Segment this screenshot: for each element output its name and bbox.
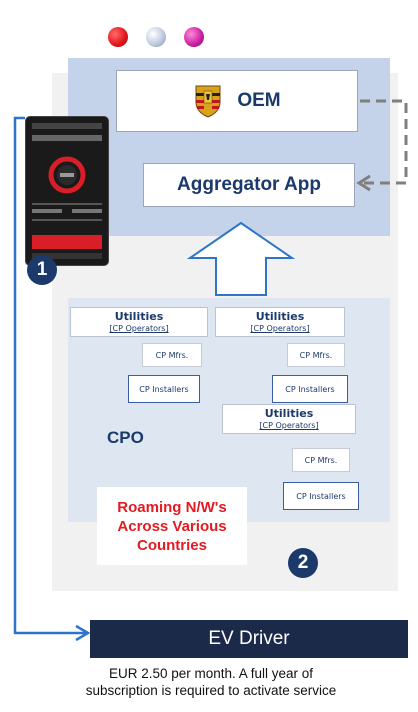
cp-installers-box-1: CP Installers	[128, 375, 200, 403]
driver-arrowhead	[75, 624, 91, 642]
step-badge-1: 1	[27, 255, 57, 285]
oem-label: OEM	[237, 90, 281, 111]
porsche-crest-icon	[195, 85, 221, 118]
aggregator-app-box: Aggregator App	[143, 163, 355, 207]
roaming-line-2: Across Various	[117, 517, 227, 535]
phone-to-driver-connector	[13, 116, 86, 635]
utilities-title: Utilities	[114, 310, 164, 323]
utilities-subtitle: [CP Operators]	[259, 421, 319, 430]
red-dot	[108, 27, 128, 47]
caption-line-1: EUR 2.50 per month. A full year of	[108, 666, 314, 681]
cp-installers-box-3: CP Installers	[283, 482, 359, 510]
roaming-networks-note: Roaming N/W's Across Various Countries	[97, 487, 247, 565]
cp-mfrs-box-3: CP Mfrs.	[292, 448, 350, 472]
cpo-label: CPO	[107, 428, 144, 447]
caption-line-2: subscription is required to activate ser…	[85, 683, 337, 698]
cp-installers-box-2: CP Installers	[272, 375, 348, 403]
roaming-line-1: Roaming N/W's	[117, 498, 227, 516]
utilities-box-1: Utilities [CP Operators]	[70, 307, 208, 337]
utilities-box-2: Utilities [CP Operators]	[215, 307, 345, 337]
oem-box: OEM	[116, 70, 358, 132]
roaming-line-3: Countries	[136, 536, 207, 554]
cp-mfrs-box-2: CP Mfrs.	[287, 343, 345, 367]
cp-mfrs-box-1: CP Mfrs.	[142, 343, 202, 367]
magenta-dot	[184, 27, 204, 47]
smartphone-app-icon	[25, 116, 109, 266]
silver-dot	[146, 27, 166, 47]
up-arrow-icon	[186, 221, 296, 296]
utilities-title: Utilities	[255, 310, 305, 323]
step-badge-2: 2	[288, 548, 318, 578]
aggregator-arrowhead	[356, 174, 371, 192]
ev-driver-bar: EV Driver	[90, 620, 408, 658]
utilities-subtitle: [CP Operators]	[250, 324, 310, 333]
utilities-subtitle: [CP Operators]	[109, 324, 169, 333]
pricing-caption: EUR 2.50 per month. A full year of subsc…	[20, 665, 402, 699]
utilities-box-3: Utilities [CP Operators]	[222, 404, 356, 434]
utilities-title: Utilities	[264, 407, 314, 420]
oem-aggregator-dashed-link	[360, 99, 408, 185]
